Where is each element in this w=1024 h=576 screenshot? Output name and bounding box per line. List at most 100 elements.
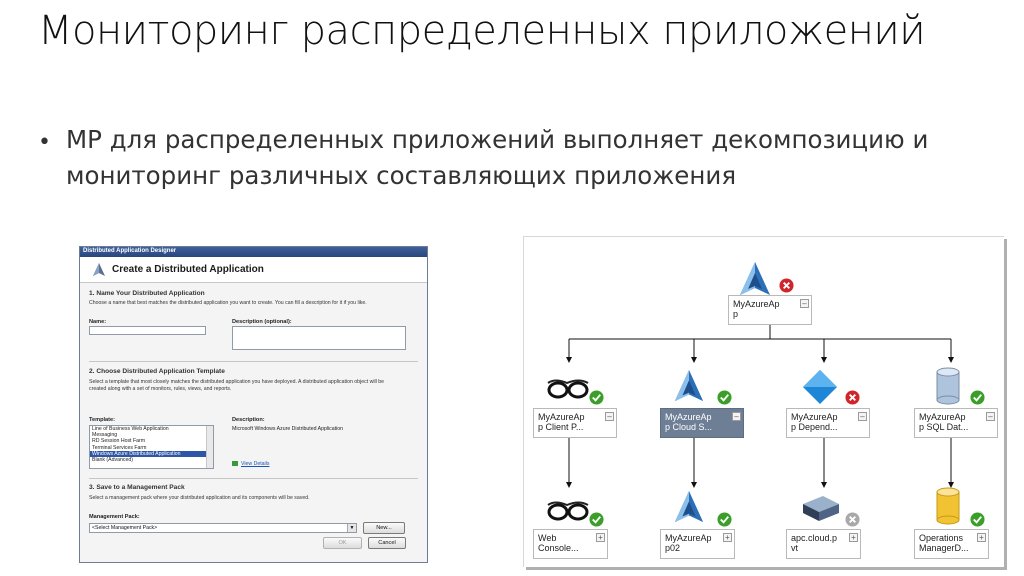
node-label-line1: MyAzureAp — [665, 533, 712, 543]
azure-icon — [740, 262, 770, 295]
name-input[interactable] — [89, 326, 206, 335]
ok-status-icon — [970, 390, 985, 405]
node-label-line1: apc.cloud.p — [791, 533, 838, 543]
dialog-body: 1. Name Your Distributed Application Cho… — [80, 283, 427, 553]
diagram-node-apc-cloud[interactable]: apc.cloud.p vt + — [786, 529, 861, 559]
server-icon — [803, 496, 839, 521]
bullet-item: • MP для распределенных приложений выпол… — [38, 122, 998, 194]
divider — [89, 361, 418, 362]
bullet-text: MP для распределенных приложений выполня… — [66, 125, 929, 190]
glasses-icon — [547, 501, 589, 521]
template-option[interactable]: Blank (Advanced) — [92, 457, 133, 464]
management-pack-value: <Select Management Pack> — [92, 525, 158, 531]
view-details-label: View Details — [241, 461, 270, 467]
azure-icon — [674, 369, 704, 402]
dialog-header: Create a Distributed Application — [80, 257, 427, 283]
management-pack-select[interactable]: <Select Management Pack> ▼ — [89, 523, 357, 533]
glasses-icon — [547, 379, 589, 399]
distributed-application-dialog: Distributed Application Designer Create … — [79, 246, 428, 563]
ok-status-icon — [589, 512, 604, 527]
azure-icon — [674, 490, 704, 523]
section-mp-desc: Select a management pack where your dist… — [89, 495, 310, 501]
node-label-line2: Console... — [538, 543, 579, 553]
node-label-line2: ManagerD... — [919, 543, 969, 553]
collapse-icon[interactable]: – — [732, 412, 741, 421]
node-label-line1: Web — [538, 533, 557, 543]
template-option[interactable]: RD Session Host Farm — [92, 438, 146, 445]
ok-status-icon — [970, 512, 985, 527]
diagram-node-root[interactable]: MyAzureAp p – — [728, 295, 812, 325]
node-label-line2: p SQL Dat... — [919, 422, 969, 432]
node-label-line2: p Depend... — [791, 422, 838, 432]
diagram-node-operations-manager[interactable]: Operations ManagerD... + — [914, 529, 989, 559]
new-mp-button[interactable]: New... — [363, 522, 405, 534]
template-listbox-scrollbar[interactable] — [206, 426, 213, 468]
template-description-text: Microsoft Windows Azure Distributed Appl… — [232, 426, 344, 432]
section-mp-title: 3. Save to a Management Pack — [89, 484, 185, 491]
node-label-line2: p — [733, 309, 739, 319]
expand-icon[interactable]: + — [723, 533, 732, 542]
name-label: Name: — [89, 319, 107, 325]
node-label-line1: Operations — [919, 533, 964, 543]
error-status-icon — [779, 278, 794, 293]
node-label-line1: MyAzureAp — [538, 412, 585, 422]
details-icon — [232, 461, 238, 467]
diagram-connectors — [566, 325, 954, 488]
expand-icon[interactable]: + — [596, 533, 605, 542]
ok-status-icon — [717, 390, 732, 405]
template-option-selected[interactable]: Windows Azure Distributed Application — [90, 450, 213, 458]
template-listbox[interactable]: Line of Business Web Application Messagi… — [89, 425, 214, 469]
section-name-title: 1. Name Your Distributed Application — [89, 290, 205, 297]
node-label-line2: p02 — [665, 543, 681, 553]
diamond-icon — [803, 370, 837, 404]
diagram-node-web-console[interactable]: Web Console... + — [533, 529, 608, 559]
cancel-button[interactable]: Cancel — [368, 537, 406, 549]
collapse-icon[interactable]: – — [605, 412, 614, 421]
diagram-node-myazureapp02[interactable]: MyAzureAp p02 + — [660, 529, 735, 559]
error-status-icon — [845, 390, 860, 405]
node-label-line2: p Cloud S... — [665, 422, 713, 432]
section-name-desc: Choose a name that best matches the dist… — [89, 300, 367, 306]
chevron-down-icon[interactable]: ▼ — [347, 524, 356, 532]
template-description-label: Description: — [232, 417, 265, 423]
diagram-node-cloud-service[interactable]: MyAzureAp p Cloud S... – — [660, 408, 744, 438]
section-template-desc: Select a template that most closely matc… — [89, 379, 384, 392]
section-template: 2. Choose Distributed Application Templa… — [89, 368, 225, 375]
node-label-line1: MyAzureAp — [919, 412, 966, 422]
dialog-titlebar: Distributed Application Designer — [80, 247, 427, 257]
node-label-line2: vt — [791, 543, 799, 553]
template-option[interactable]: Messaging — [92, 432, 118, 439]
template-label: Template: — [89, 417, 116, 423]
section-management-pack: 3. Save to a Management Pack — [89, 484, 185, 491]
slide-title: Мониторинг распределенных приложений — [38, 8, 926, 54]
section-template-title: 2. Choose Distributed Application Templa… — [89, 368, 225, 375]
unknown-status-icon — [845, 512, 860, 527]
distributed-app-diagram: MyAzureAp p – MyAzureAp p Client P... – … — [523, 236, 1004, 567]
collapse-icon[interactable]: – — [858, 412, 867, 421]
description-label: Description (optional): — [232, 319, 292, 325]
divider — [89, 478, 418, 479]
node-label-line1: MyAzureAp — [665, 412, 712, 422]
ok-button[interactable]: OK — [323, 537, 362, 549]
diagram-node-sql-database[interactable]: MyAzureAp p SQL Dat... – — [914, 408, 998, 438]
node-label-line1: MyAzureAp — [791, 412, 838, 422]
template-option[interactable]: Line of Business Web Application — [92, 426, 169, 432]
ok-status-icon — [589, 390, 604, 405]
collapse-icon[interactable]: – — [986, 412, 995, 421]
app-designer-icon — [93, 263, 105, 276]
diagram-node-dependency[interactable]: MyAzureAp p Depend... – — [786, 408, 870, 438]
diagram-node-client[interactable]: MyAzureAp p Client P... – — [533, 408, 617, 438]
management-pack-label: Management Pack: — [89, 514, 140, 520]
ok-status-icon — [717, 512, 732, 527]
expand-icon[interactable]: + — [849, 533, 858, 542]
node-label-line2: p Client P... — [538, 422, 584, 432]
collapse-icon[interactable]: – — [800, 299, 809, 308]
bullet-dot: • — [38, 130, 51, 155]
expand-icon[interactable]: + — [977, 533, 986, 542]
section-name: 1. Name Your Distributed Application — [89, 290, 205, 297]
database-gold-icon — [936, 487, 960, 525]
description-input[interactable] — [232, 326, 406, 350]
database-icon — [936, 367, 960, 405]
template-option[interactable]: Terminal Services Farm — [92, 444, 147, 451]
view-details-link[interactable]: View Details — [232, 461, 269, 467]
